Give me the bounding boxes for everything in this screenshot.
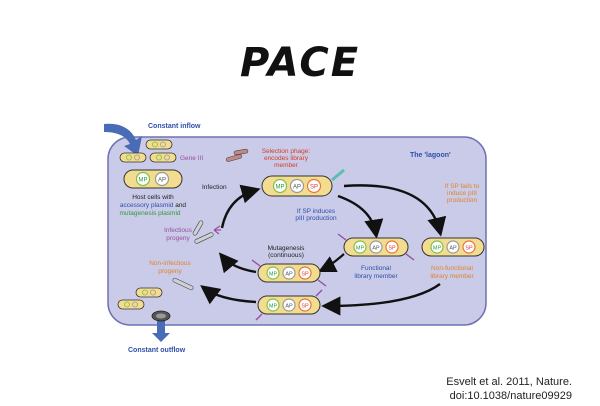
if-sp-fails-line1: If SP fails to [445, 183, 480, 190]
nonfunctional-line1: Non-functional [431, 265, 473, 272]
infected-sp: SP [310, 185, 318, 191]
functional-cell [337, 233, 415, 261]
infectious-line2: progeny [166, 235, 190, 242]
infected-ap: AP [293, 185, 301, 191]
bottom-sp: SP [301, 304, 309, 310]
constant-inflow-label: Constant inflow [148, 123, 201, 130]
slide-title: PACE [239, 40, 361, 86]
host-desc-line3: mutagenesis plasmid [119, 210, 180, 217]
functional-ap: AP [372, 246, 380, 252]
noninfectious-line1: Non-infectious [149, 260, 191, 267]
host-ap-label: AP [158, 178, 166, 184]
lagoon-chamber [107, 136, 487, 326]
infected-cell [261, 168, 345, 197]
citation-line1: Esvelt et al. 2011, Nature. [446, 376, 572, 388]
fails-arrow [343, 184, 447, 237]
selection-phage-line1: Selection phage: [262, 148, 311, 155]
functional-line1: Functional [361, 265, 392, 272]
nonfunctional-sp: SP [465, 246, 473, 252]
inflow-arrow [104, 123, 142, 156]
host-desc-line2: accessory plasmid and [120, 202, 187, 209]
nonfunctional-line2: library member [430, 273, 474, 280]
mutagenesis-cell [251, 259, 327, 287]
mutagenesis-mp: MP [269, 272, 278, 278]
selection-phage-line2: encodes library [264, 155, 309, 162]
nonfunctional-cell [421, 237, 485, 257]
noninfectious-line2: progeny [158, 268, 182, 275]
citation: Esvelt et al. 2011, Nature. doi:10.1038/… [446, 375, 572, 403]
functional-line2: library member [354, 273, 398, 280]
nonfunctional-return-arrow [321, 283, 441, 316]
mutagenesis-line1: Mutagenesis [268, 245, 306, 252]
functional-sp: SP [388, 246, 396, 252]
selection-phage-line3: member [274, 162, 299, 169]
bottom-cell [255, 289, 323, 321]
gene-iii-label: Gene III [180, 155, 203, 162]
infection-label: Infection [202, 184, 227, 191]
noninfectious-phage [172, 277, 194, 291]
citation-line2: doi:10.1038/nature09929 [449, 390, 572, 402]
bottom-mp: MP [269, 304, 278, 310]
infection-arrow [220, 184, 261, 229]
if-sp-fails-line3: production [447, 197, 478, 204]
mutagenesis-line2: (continuous) [268, 252, 304, 259]
mutagenesis-to-progeny-arrow [218, 252, 257, 274]
functional-mp: MP [356, 246, 365, 252]
constant-outflow-label: Constant outflow [128, 347, 186, 354]
infectious-phage [192, 220, 221, 244]
nonfunctional-ap: AP [449, 246, 457, 252]
infectious-line1: Infectious [164, 227, 193, 234]
infected-mp: MP [276, 185, 285, 191]
incoming-host-cells [119, 139, 177, 163]
bottom-to-noninfectious-arrow [200, 285, 257, 305]
induces-arrow [337, 194, 384, 239]
bottom-ap: AP [285, 304, 293, 310]
outflow-cells [117, 287, 171, 322]
mutagenesis-ap: AP [285, 272, 293, 278]
mutagenesis-sp: SP [301, 272, 309, 278]
outflow-arrow [152, 321, 170, 342]
if-sp-fails-line2: induce pIII [447, 190, 477, 197]
if-sp-induces-line1: If SP induces [297, 208, 336, 215]
functional-to-mutagenesis-arrow [318, 253, 345, 272]
selection-phage-rods [225, 148, 249, 162]
nonfunctional-mp: MP [433, 246, 442, 252]
host-mp-label: MP [139, 178, 148, 184]
host-cell [123, 169, 183, 189]
lagoon-label: The 'lagoon' [410, 152, 451, 159]
host-desc-line1: Host cells with [132, 194, 174, 201]
if-sp-induces-line2: pIII production [295, 215, 337, 222]
